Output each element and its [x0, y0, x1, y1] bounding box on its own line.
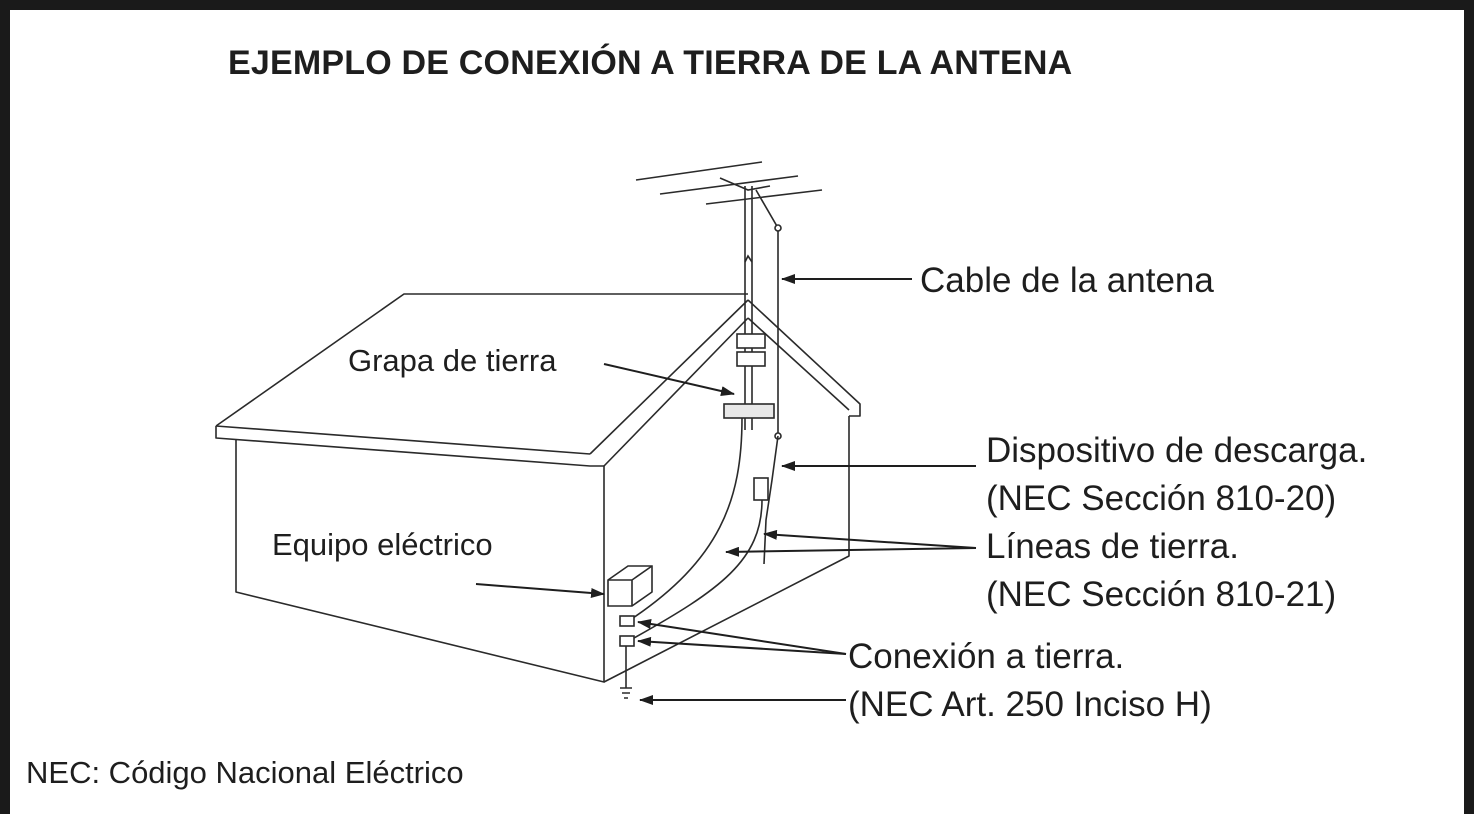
electrical-equipment-icon	[607, 565, 653, 607]
diagram-title: EJEMPLO DE CONEXIÓN A TIERRA DE LA ANTEN…	[228, 44, 1073, 82]
ground-symbol-icon	[620, 687, 632, 699]
house-side-wall	[235, 440, 605, 683]
label-ground-connection: Conexión a tierra.	[848, 637, 1125, 676]
ground-wire-right	[633, 499, 763, 639]
house-gable-edge	[747, 299, 861, 417]
arrow-ground-conn-1	[637, 619, 847, 655]
ground-wire-left	[629, 417, 743, 621]
ground-clamp-top-icon	[736, 333, 766, 349]
footnote: NEC: Código Nacional Eléctrico	[26, 755, 464, 790]
label-antenna-cable: Cable de la antena	[920, 261, 1214, 300]
arrow-ground-line-2	[763, 529, 977, 549]
label-discharge-unit-ref: (NEC Sección 810-20)	[986, 479, 1337, 518]
label-ground-lines-ref: (NEC Sección 810-21)	[986, 575, 1337, 614]
antenna-mast-icon	[744, 186, 753, 430]
label-electrical-equipment: Equipo eléctrico	[272, 527, 493, 562]
label-ground-lines: Líneas de tierra.	[986, 527, 1239, 566]
label-discharge-unit: Dispositivo de descarga.	[986, 431, 1368, 470]
ground-clamp-icon	[723, 403, 775, 419]
label-ground-clamp: Grapa de tierra	[348, 343, 557, 378]
arrow-ground-line-1	[725, 546, 977, 557]
house-roof	[215, 293, 748, 427]
label-ground-connection-ref: (NEC Art. 250 Inciso H)	[848, 685, 1212, 724]
house-gable-wall	[603, 416, 850, 683]
discharge-unit-icon	[753, 477, 769, 501]
arrow-equipment	[475, 583, 605, 598]
arrow-ground-conn-2	[637, 636, 847, 655]
antenna	[607, 161, 823, 699]
arrow-ground-clamp	[603, 363, 735, 396]
